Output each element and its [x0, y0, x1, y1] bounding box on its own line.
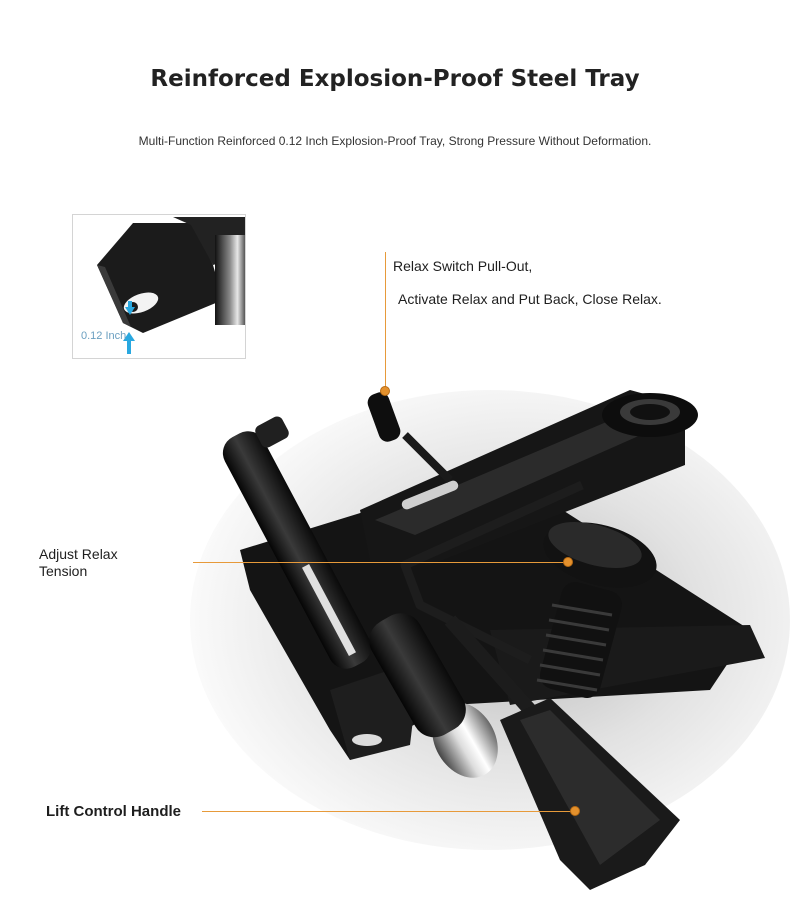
- relax-switch-label-line1: Relax Switch Pull-Out,: [393, 258, 533, 274]
- thickness-label: 0.12 Inch: [81, 330, 127, 342]
- relax-switch-label-line2: Activate Relax and Put Back, Close Relax…: [398, 291, 662, 307]
- up-arrow-icon: [123, 332, 135, 341]
- thickness-detail-inset: 0.12 Inch: [72, 214, 246, 359]
- adjust-relax-label: Adjust Relax Tension: [39, 546, 118, 580]
- page-subtitle: Multi-Function Reinforced 0.12 Inch Expl…: [138, 134, 652, 148]
- lift-control-marker: [570, 806, 580, 816]
- lift-control-label: Lift Control Handle: [46, 803, 181, 820]
- adjust-relax-label-line2: Tension: [39, 563, 88, 579]
- relax-switch-marker: [380, 386, 390, 396]
- adjust-relax-label-line1: Adjust Relax: [39, 546, 118, 562]
- tilt-mechanism-photo: [190, 390, 790, 890]
- down-arrow-icon: [125, 307, 135, 315]
- adjust-relax-marker: [563, 557, 573, 567]
- tray-edge-closeup-image: [97, 217, 245, 354]
- page-title: Reinforced Explosion-Proof Steel Tray: [150, 66, 640, 92]
- relax-switch-leader-line: [385, 252, 386, 392]
- adjust-relax-leader-line: [193, 562, 565, 563]
- lift-control-leader-line: [202, 811, 572, 812]
